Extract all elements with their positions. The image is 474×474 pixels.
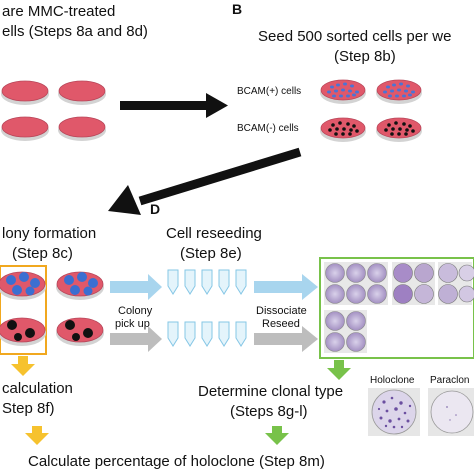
arrow-yellow-down-bottom bbox=[25, 426, 49, 445]
colony-dish-pos-1 bbox=[0, 271, 46, 300]
arrow-diagonal-black bbox=[108, 147, 302, 215]
colony-title-line2: (Step 8c) bbox=[12, 245, 73, 262]
arrow-green-down-1 bbox=[327, 360, 351, 380]
bcam-pos-label: BCAM(+) cells bbox=[237, 86, 301, 97]
reseed-title-line2: (Step 8e) bbox=[180, 245, 242, 262]
arrow-orange-down bbox=[11, 356, 35, 376]
plates-green-box bbox=[319, 257, 474, 359]
plate-grid-middle bbox=[392, 262, 435, 305]
arrow-colony-pickup bbox=[110, 274, 162, 300]
dissociate-label: Dissociate bbox=[256, 305, 307, 317]
colony-highlight-box bbox=[0, 265, 47, 355]
calc-title-line1: calculation bbox=[2, 380, 73, 397]
bcam-neg-dish-2 bbox=[376, 117, 422, 142]
reseed-title-line1: Cell reseeding bbox=[166, 225, 262, 242]
holoclone-label: Holoclone bbox=[370, 375, 415, 386]
bcam-pos-dish-2 bbox=[376, 79, 422, 104]
arrow-green-down-2 bbox=[265, 426, 289, 445]
arrow-grey-lower bbox=[110, 326, 162, 352]
colony-pickup-line1: Colony bbox=[118, 305, 153, 317]
prepare-title-line2: ells (Steps 8a and 8d) bbox=[2, 23, 148, 40]
arrow-right-black bbox=[120, 93, 228, 118]
colony-title-line1: lony formation bbox=[2, 225, 96, 242]
colony-dish-pos-2 bbox=[56, 271, 104, 300]
seed-title-line2: (Step 8b) bbox=[334, 48, 396, 65]
bcam-neg-label: BCAM(-) cells bbox=[237, 123, 299, 134]
clonal-title-line2: (Steps 8g-l) bbox=[230, 403, 308, 420]
mmc-dish-2 bbox=[58, 80, 106, 105]
panel-d-letter: D bbox=[150, 201, 160, 217]
clonal-title-line1: Determine clonal type bbox=[198, 383, 343, 400]
plate-grid-bottom bbox=[324, 310, 367, 353]
holoclone-plate bbox=[368, 388, 420, 436]
mmc-dish-1 bbox=[1, 80, 49, 105]
plate-grid-left bbox=[324, 262, 388, 305]
plate-grid-right bbox=[438, 262, 474, 305]
mmc-dish-3 bbox=[1, 116, 49, 141]
tubes-row-2 bbox=[167, 321, 247, 347]
reseed-label: Reseed bbox=[262, 318, 300, 330]
paraclone-label: Paraclon bbox=[430, 375, 469, 386]
calc-title-line2: Step 8f) bbox=[2, 400, 55, 417]
tubes-row-1 bbox=[167, 269, 247, 295]
final-step-text: Calculate percentage of holoclone (Step … bbox=[28, 453, 325, 470]
prepare-title-line1: are MMC-treated bbox=[2, 3, 115, 20]
bcam-neg-dish-1 bbox=[320, 117, 366, 142]
arrow-light-blue-right bbox=[254, 274, 318, 300]
colony-dish-neg-1 bbox=[0, 317, 46, 346]
colony-dish-neg-2 bbox=[56, 317, 104, 346]
paraclone-plate bbox=[428, 388, 474, 436]
bcam-pos-dish-1 bbox=[320, 79, 366, 104]
panel-b-letter: B bbox=[232, 1, 242, 17]
colony-pickup-line2: pick up bbox=[115, 318, 150, 330]
seed-title-line1: Seed 500 sorted cells per we bbox=[258, 28, 451, 45]
arrow-grey-right bbox=[254, 326, 318, 352]
mmc-dish-4 bbox=[58, 116, 106, 141]
